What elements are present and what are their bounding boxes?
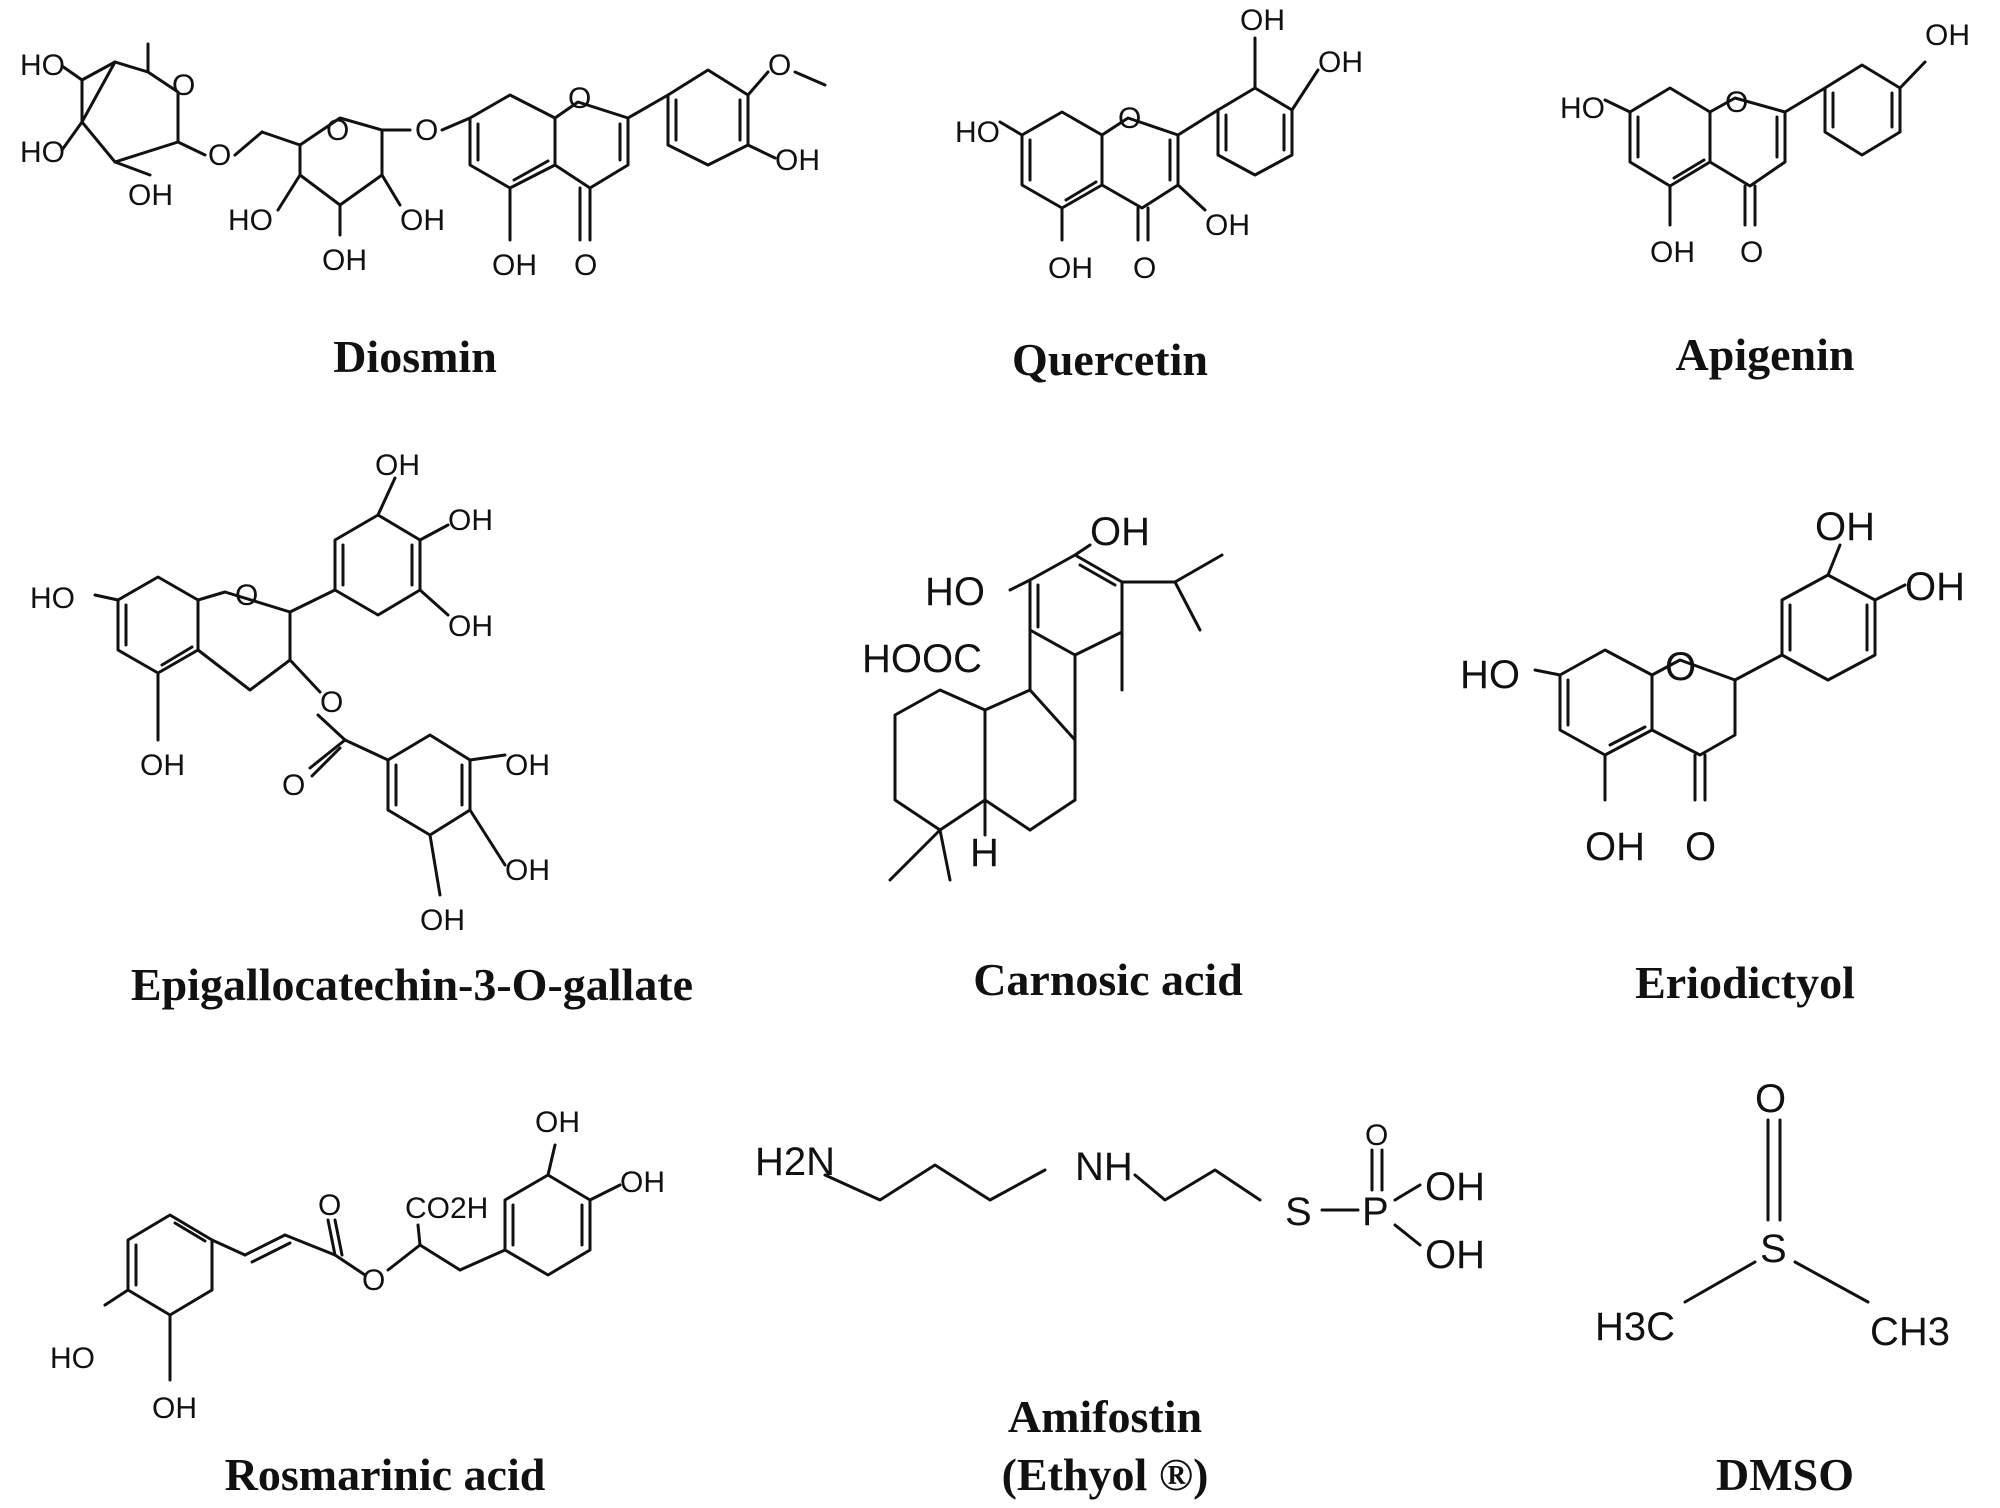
diosmin-atom-0: HO [20, 49, 65, 82]
egcg-atom-4: OH [448, 610, 493, 643]
amifostin-atom-3: S [1285, 1190, 1312, 1234]
caption-amifostin-line2: (Ethyol ®) [1002, 1449, 1209, 1500]
quercetin-atom-5: OH [1048, 252, 1093, 285]
diosmin-atom-3: OH [128, 179, 173, 212]
amifostin-atom-0: H2N [755, 1140, 835, 1184]
amifostin-atom-2: O [1365, 1119, 1388, 1152]
rosmarinic-acid-structure [103, 1143, 622, 1382]
quercetin-atom-4: OH [1205, 209, 1250, 242]
egcg-atom-2: HO [30, 582, 75, 615]
rosmarinic-atom-2: O [318, 1189, 341, 1222]
amifostin-atom-4: P [1362, 1190, 1389, 1234]
diosmin-atom-2: HO [20, 136, 65, 169]
diosmin-b-ring [666, 68, 750, 167]
diosmin-atom-13: OH [775, 144, 820, 177]
caption-diosmin: Diosmin [333, 331, 497, 382]
apigenin-atom-4: O [1740, 236, 1763, 269]
eriodictyol-structure [1533, 543, 1907, 802]
carnosic-atom-0: OH [1090, 510, 1150, 554]
egcg-atom-9: OH [505, 854, 550, 887]
diosmin-atom-7: OH [400, 204, 445, 237]
dmso-atom-1: S [1760, 1227, 1787, 1271]
diosmin-rhamnose-ring [80, 60, 180, 164]
apigenin-atom-2: O [1725, 86, 1748, 119]
egcg-atom-labels: OH OH HO O OH O OH O OH OH OH [30, 449, 550, 937]
egcg-atom-5: O [320, 686, 343, 719]
diosmin-atom-10: OH [492, 249, 537, 282]
quercetin-atom-0: OH [1240, 4, 1285, 37]
caption-egcg: Epigallocatechin-3-O-gallate [131, 959, 693, 1010]
diosmin-atom-9: O [415, 114, 438, 147]
rosmarinic-atom-5: HO [50, 1342, 95, 1375]
dmso-atom-labels: O S H3C CH3 [1595, 1077, 1950, 1354]
carnosic-acid-atom-labels: OH HO HOOC H [862, 510, 1150, 875]
eriodictyol-atom-0: OH [1815, 505, 1875, 549]
diosmin-atom-5: HO [228, 204, 273, 237]
caption-carnosic-acid: Carnosic acid [973, 954, 1243, 1005]
eriodictyol-atom-2: HO [1460, 653, 1520, 697]
caption-quercetin: Quercetin [1012, 334, 1208, 385]
amifostin-structure [823, 1148, 1422, 1247]
eriodictyol-atom-4: OH [1585, 825, 1645, 869]
carnosic-acid-structure [888, 543, 1224, 882]
diosmin-atom-14: O [768, 49, 791, 82]
diosmin-atom-12: O [568, 82, 591, 115]
diosmin-atom-4: O [208, 139, 231, 172]
amifostin-atom-5: OH [1425, 1165, 1485, 1209]
egcg-atom-0: OH [375, 449, 420, 482]
rosmarinic-atom-4: O [362, 1264, 385, 1297]
diosmin-atom-6: OH [322, 244, 367, 277]
egcg-atom-10: OH [420, 904, 465, 937]
carnosic-atom-2: HOOC [862, 637, 982, 681]
quercetin-structure [998, 36, 1320, 242]
rosmarinic-acid-atom-labels: OH OH O CO2H O HO OH [50, 1106, 665, 1425]
rosmarinic-atom-0: OH [535, 1106, 580, 1139]
apigenin-atom-0: OH [1925, 19, 1970, 52]
dmso-structure [1683, 1118, 1870, 1304]
diosmin-atom-labels: HO O HO OH O HO OH OH O O OH O O OH O [20, 49, 820, 282]
egcg-atom-6: OH [140, 749, 185, 782]
apigenin-atom-1: HO [1560, 92, 1605, 125]
diosmin-atom-1: O [172, 69, 195, 102]
diosmin-atom-11: O [574, 249, 597, 282]
caption-rosmarinic-acid: Rosmarinic acid [225, 1449, 546, 1500]
egcg-atom-8: OH [505, 749, 550, 782]
amifostin-atom-1: NH [1075, 1145, 1133, 1189]
egcg-atom-3: O [235, 579, 258, 612]
dmso-atom-3: CH3 [1870, 1310, 1950, 1354]
carnosic-atom-3: H [970, 831, 999, 875]
eriodictyol-atom-1: OH [1905, 565, 1965, 609]
diosmin-a-ring [468, 93, 557, 190]
dmso-atom-0: O [1755, 1077, 1786, 1121]
carnosic-atom-1: HO [925, 570, 985, 614]
caption-dmso: DMSO [1716, 1449, 1854, 1500]
eriodictyol-atom-3: O [1665, 645, 1696, 689]
quercetin-atom-3: O [1118, 102, 1141, 135]
apigenin-structure [1603, 60, 1927, 227]
quercetin-atom-6: O [1133, 252, 1156, 285]
apigenin-atom-labels: OH HO O OH O [1560, 19, 1970, 269]
rosmarinic-atom-3: CO2H [405, 1192, 488, 1225]
apigenin-atom-3: OH [1650, 236, 1695, 269]
caption-amifostin: Amifostin [1008, 1391, 1202, 1442]
amifostin-atom-6: OH [1425, 1233, 1485, 1277]
egcg-structure [93, 476, 507, 897]
rosmarinic-atom-1: OH [620, 1166, 665, 1199]
quercetin-atom-2: HO [955, 116, 1000, 149]
caption-eriodictyol: Eriodictyol [1635, 957, 1855, 1008]
quercetin-atom-1: OH [1318, 46, 1363, 79]
caption-apigenin: Apigenin [1676, 329, 1855, 380]
rosmarinic-atom-6: OH [152, 1392, 197, 1425]
quercetin-atom-labels: OH OH HO O OH OH O [955, 4, 1363, 285]
egcg-atom-7: O [282, 769, 305, 802]
amifostin-atom-labels: H2N NH O S P OH OH [755, 1119, 1485, 1277]
eriodictyol-atom-5: O [1685, 825, 1716, 869]
dmso-atom-2: H3C [1595, 1305, 1675, 1349]
diosmin-structure [60, 42, 827, 242]
diosmin-atom-8: O [326, 114, 349, 147]
egcg-atom-1: OH [448, 504, 493, 537]
eriodictyol-atom-labels: OH OH HO O OH O [1460, 505, 1965, 869]
